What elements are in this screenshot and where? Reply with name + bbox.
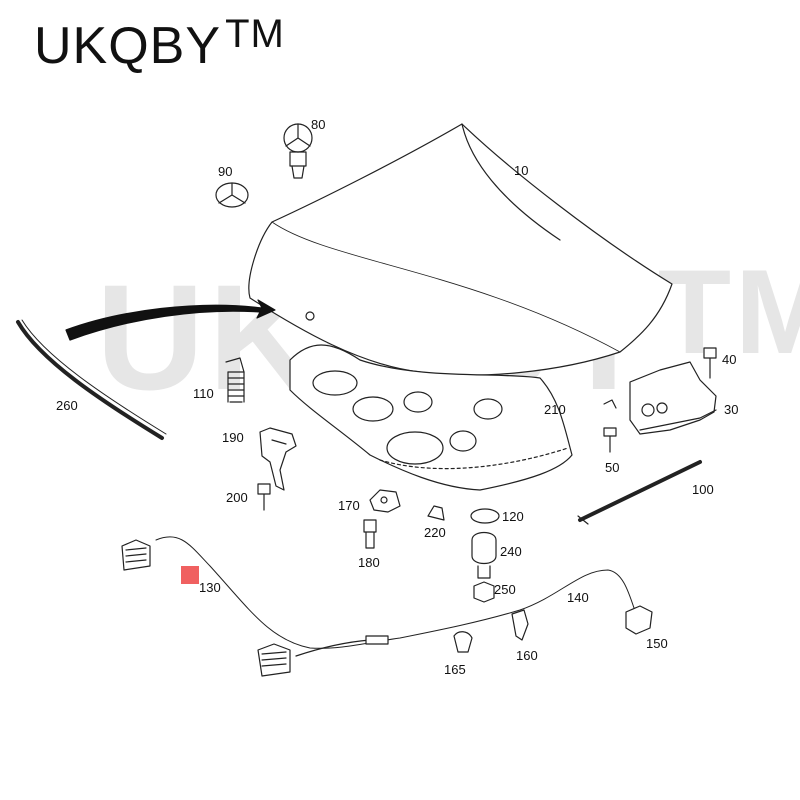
label-140: 140 bbox=[567, 590, 589, 605]
hood-latch-30 bbox=[603, 361, 717, 435]
nut-250 bbox=[473, 581, 495, 603]
label-160: 160 bbox=[516, 648, 538, 663]
screw-180 bbox=[363, 519, 377, 549]
cable-fitting-150 bbox=[625, 605, 653, 635]
hood-panel bbox=[248, 123, 673, 376]
label-110: 110 bbox=[193, 386, 214, 401]
bracket-170 bbox=[369, 489, 401, 513]
label-10: 10 bbox=[514, 163, 528, 178]
star-badge-90 bbox=[215, 182, 249, 208]
label-190: 190 bbox=[222, 430, 244, 445]
brand-tm: TM bbox=[225, 12, 285, 56]
rubber-buffer-240 bbox=[471, 531, 497, 579]
brand-name: UKQBY bbox=[34, 17, 222, 75]
bolt-50 bbox=[603, 427, 617, 453]
label-220: 220 bbox=[424, 525, 446, 540]
hood-inner-frame bbox=[289, 344, 573, 491]
washer-120 bbox=[470, 508, 500, 524]
label-130: 130 bbox=[199, 580, 221, 595]
label-100: 100 bbox=[692, 482, 714, 497]
spring-buffer-110 bbox=[225, 357, 245, 403]
release-cable bbox=[155, 536, 635, 649]
highlight-marker bbox=[181, 566, 199, 584]
bolt-200 bbox=[257, 483, 271, 511]
label-90: 90 bbox=[218, 164, 232, 179]
clamp-160 bbox=[511, 609, 529, 641]
label-80: 80 bbox=[311, 117, 325, 132]
release-handle-lower bbox=[257, 643, 291, 677]
label-180: 180 bbox=[358, 555, 380, 570]
pointer-arrow bbox=[65, 299, 276, 341]
label-50: 50 bbox=[605, 460, 619, 475]
watermark-tm: TM bbox=[657, 245, 800, 379]
label-170: 170 bbox=[338, 498, 360, 513]
label-30: 30 bbox=[724, 402, 738, 417]
label-150: 150 bbox=[646, 636, 668, 651]
label-250: 250 bbox=[494, 582, 516, 597]
label-210: 210 bbox=[544, 402, 566, 417]
release-handle-upper bbox=[121, 539, 151, 571]
gas-strut-100 bbox=[577, 460, 702, 525]
label-200: 200 bbox=[226, 490, 248, 505]
label-240: 240 bbox=[500, 544, 522, 559]
bolt-40 bbox=[703, 347, 717, 379]
label-260: 260 bbox=[56, 398, 78, 413]
label-40: 40 bbox=[722, 352, 736, 367]
star-emblem-80 bbox=[283, 123, 313, 179]
weatherstrip bbox=[16, 320, 164, 440]
clip-220 bbox=[427, 505, 445, 521]
hinge-190 bbox=[259, 427, 297, 491]
clip-165 bbox=[453, 631, 473, 653]
label-165: 165 bbox=[444, 662, 466, 677]
label-120: 120 bbox=[502, 509, 524, 524]
